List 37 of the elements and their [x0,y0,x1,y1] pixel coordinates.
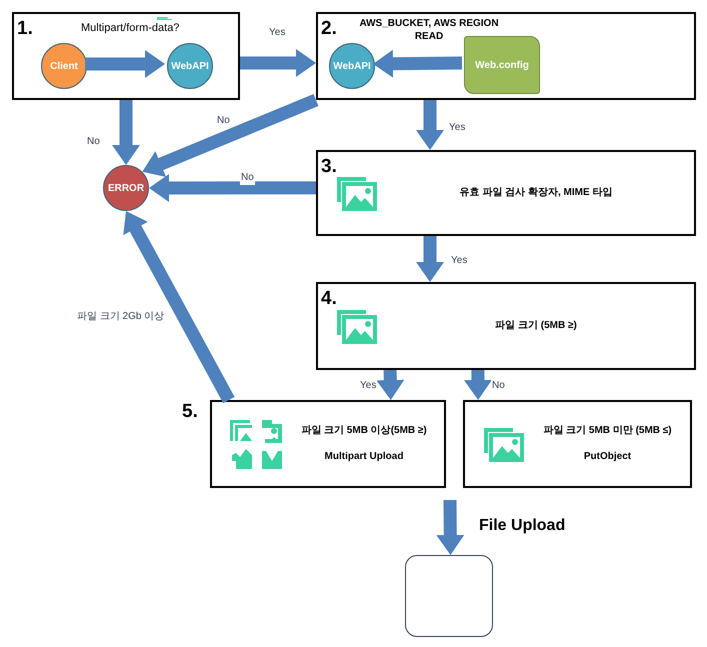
node-label: WebAPI [333,60,371,74]
edge-label: Multipart/form-data? [80,20,180,36]
step-text: AWS_BUCKET, AWS REGION READ [358,18,500,43]
block-arrow [149,174,316,202]
step-box [316,12,696,100]
block-arrow [85,50,165,78]
step-box [463,400,692,488]
block-arrow [416,100,444,150]
storage-box [405,555,493,637]
step-text: 파일 크기 5MB 이상(5MB ≥) [301,424,427,438]
step-number: 2. [321,19,337,38]
block-arrow [416,236,444,282]
step-number: 5. [182,402,198,421]
step-box [316,282,696,370]
block-arrow [240,49,316,78]
block-arrow [464,370,492,400]
step-number: 1. [17,19,33,38]
node-label: ERROR [108,182,144,196]
block-arrow [112,100,140,165]
block-arrow [123,211,235,404]
node-label: Web.config [475,58,529,72]
step-number: 3. [321,157,337,176]
node-label: WebAPI [171,60,209,74]
block-arrow [376,370,404,400]
step-text: 파일 크기 (5MB ≥) [495,319,577,333]
step-box [316,150,696,236]
step-number: 4. [321,289,337,308]
block-arrow [436,500,464,555]
step-text: Multipart Upload [324,450,404,464]
edge-label: No [240,170,255,185]
step-text: PutObject [584,450,632,464]
step-text: 파일 크기 5MB 미만 (5MB ≤) [543,424,672,438]
config-scroll [464,36,540,94]
node-label: Client [50,60,78,74]
step-text: 유효 파일 검사 확장자, MIME 타입 [460,186,612,200]
block-arrow [373,50,462,78]
block-arrow [142,94,318,178]
